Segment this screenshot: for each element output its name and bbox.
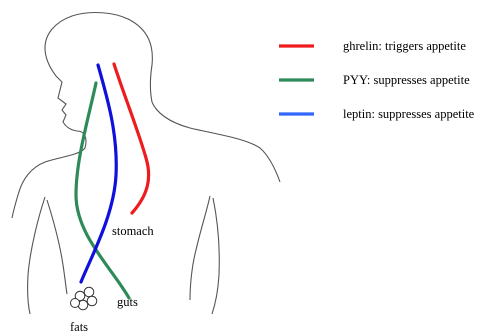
left-torso-line	[47, 200, 67, 294]
fats-label: fats	[70, 320, 88, 334]
legend: ghrelin: triggers appetite PYY: suppress…	[279, 39, 475, 121]
body-outline-right-shoulder	[152, 102, 280, 182]
guts-label: guts	[117, 295, 138, 309]
pyy-pathway	[76, 83, 129, 298]
left-arm-outer	[28, 197, 45, 314]
leptin-pathway	[81, 65, 116, 282]
legend-label-leptin: leptin: suppresses appetite	[343, 107, 475, 121]
right-torso-line	[190, 196, 210, 300]
stomach-label: stomach	[112, 224, 154, 238]
legend-label-pyy: PYY: suppresses appetite	[343, 73, 470, 87]
legend-label-ghrelin: ghrelin: triggers appetite	[343, 39, 466, 53]
right-arm-outer	[212, 198, 219, 314]
ghrelin-pathway	[114, 64, 149, 213]
fat-cells-icon	[71, 287, 97, 310]
